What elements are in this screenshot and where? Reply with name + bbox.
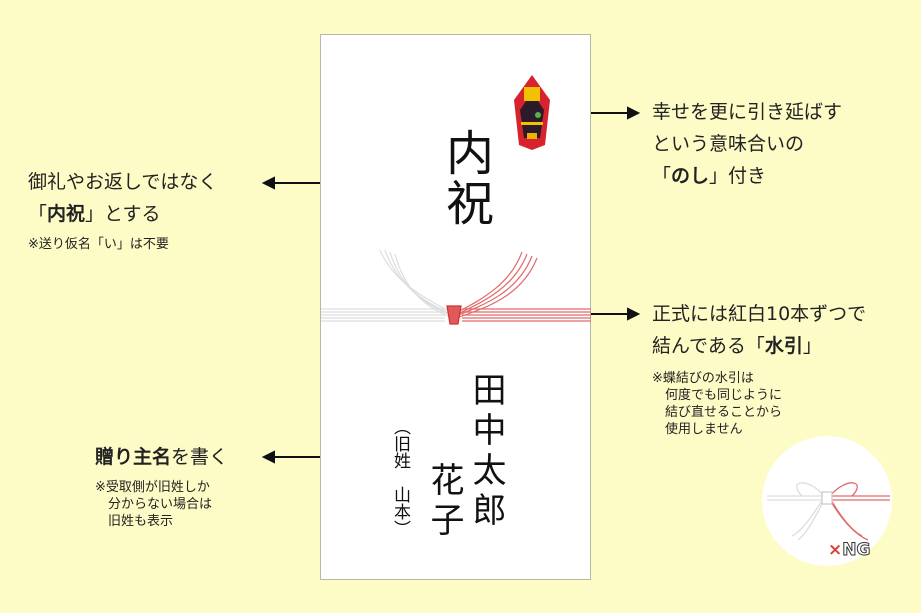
mizuhiki-line2: 結んである「水引」 xyxy=(652,330,866,362)
bracket: 」 xyxy=(802,335,822,357)
ng-example-circle xyxy=(762,436,892,566)
noshi-line2: という意味合いの xyxy=(652,133,805,155)
omote-gaki-title: 内祝 xyxy=(437,128,493,228)
uchiiwai-line1: 御礼やお返しではなく xyxy=(28,171,218,193)
butterfly-knot-icon xyxy=(767,482,890,541)
name-suffix: を書く xyxy=(171,446,229,468)
name-note: ※受取側が旧姓しか 分からない場合は 旧姓も表示 xyxy=(95,480,213,529)
noshi-annotation: 幸せを更に引き延ばす という意味合いの 「のし」付き xyxy=(652,96,842,192)
mizuhiki-annotation: 正式には紅白10本ずつで 結んである「水引」 ※蝶結びの水引は 何度でも同じよう… xyxy=(652,298,866,438)
ng-badge: ×NG xyxy=(828,540,871,561)
noshi-keyword: のし xyxy=(671,165,710,187)
ng-label: NG xyxy=(842,540,871,561)
mizuhiki-keyword: 水引 xyxy=(764,335,803,357)
mizuhiki-prefix: 結んである「 xyxy=(652,335,765,357)
noshi-line3: 「のし」付き xyxy=(652,160,842,192)
uchiiwai-keyword: 内祝 xyxy=(47,203,86,225)
mizuhiki-white-strands xyxy=(321,249,453,322)
uchiiwai-suffix: 」とする xyxy=(85,203,161,225)
giver-name-primary: 田中太郎 xyxy=(466,372,506,532)
name-keyword: 贈り主名 xyxy=(95,446,172,468)
mizuhiki-knot xyxy=(446,305,462,325)
noshi-ornament-icon xyxy=(514,75,550,150)
mizuhiki-note: ※蝶結びの水引は 何度でも同じように 結び直せることから 使用しません xyxy=(652,371,783,437)
mizuhiki-line1: 正式には紅白10本ずつで xyxy=(652,303,867,325)
cross-icon: × xyxy=(828,540,843,560)
bracket: 「 xyxy=(652,165,672,187)
uchiiwai-line2: 「内祝」とする xyxy=(28,198,217,230)
uchiiwai-annotation: 御礼やお返しではなく 「内祝」とする ※送り仮名「い」は不要 xyxy=(28,166,217,253)
giver-name-secondary: 花子 xyxy=(424,462,464,542)
name-annotation: 贈り主名を書く ※受取側が旧姓しか 分からない場合は 旧姓も表示 xyxy=(95,441,228,530)
bracket: 「 xyxy=(28,203,48,225)
maiden-name-note: （旧姓 山本） xyxy=(390,418,410,537)
noshi-suffix: 」付き xyxy=(709,165,767,187)
name-line: 贈り主名を書く xyxy=(95,441,228,473)
uchiiwai-note: ※送り仮名「い」は不要 xyxy=(28,237,169,252)
mizuhiki-red-strands xyxy=(455,251,591,322)
noshi-line1: 幸せを更に引き延ばす xyxy=(652,101,843,123)
